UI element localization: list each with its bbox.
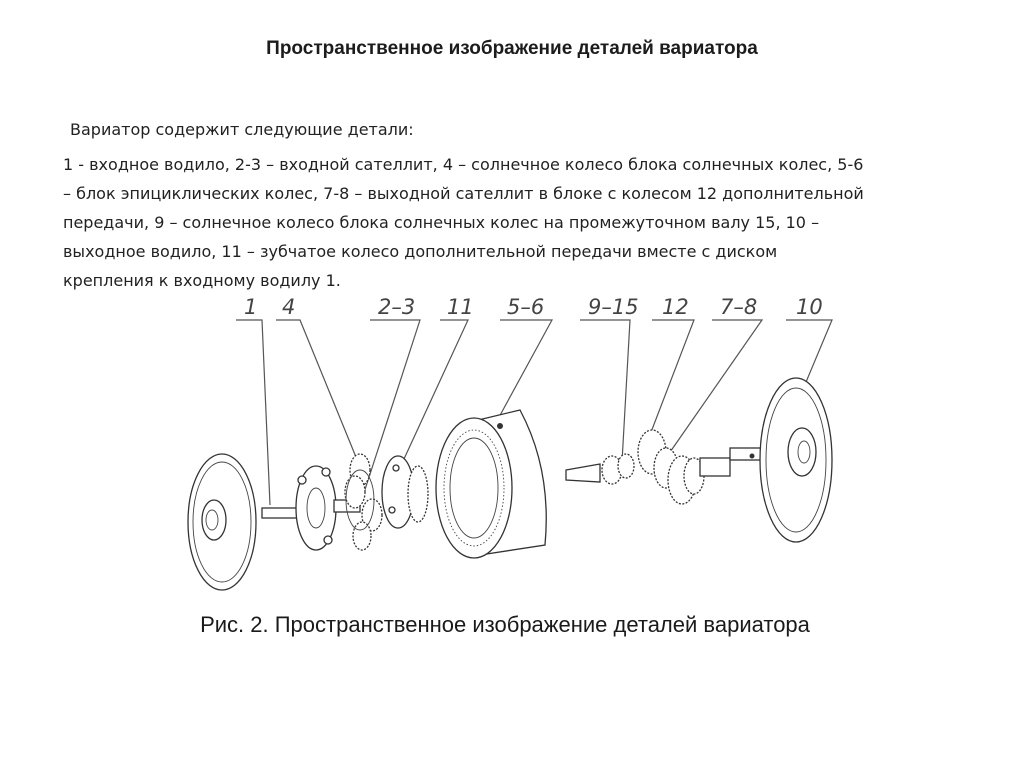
slide-title: Пространственное изображение деталей вар… bbox=[266, 38, 758, 59]
part-12-and-7-8-gear-cluster bbox=[637, 429, 767, 505]
exploded-view-drawing: 1 4 2–3 11 5–6 9–15 12 7–8 10 bbox=[187, 295, 833, 591]
part-2-3-input-planet-gears bbox=[344, 453, 383, 551]
part-label-11: 11 bbox=[447, 295, 474, 319]
part-label-12: 12 bbox=[662, 295, 689, 319]
part-1-input-carrier-disk bbox=[187, 453, 301, 591]
description-line: – блок эпициклических колес, 7-8 – выход… bbox=[63, 184, 864, 203]
description-line: крепления к входному водилу 1. bbox=[63, 271, 341, 290]
description-line: выходное водило, 11 – зубчатое колесо до… bbox=[63, 242, 778, 261]
part-label-10: 10 bbox=[796, 295, 823, 319]
leader-lines bbox=[236, 319, 833, 506]
intro-text: Вариатор содержит следующие детали: bbox=[70, 120, 414, 139]
part-label-5-6: 5–6 bbox=[507, 295, 544, 319]
part-label-1: 1 bbox=[244, 295, 257, 319]
part-label-4: 4 bbox=[282, 295, 295, 319]
description-line: передачи, 9 – солнечное колесо блока сол… bbox=[63, 213, 820, 232]
description-line: 1 - входное водило, 2-3 – входной сателл… bbox=[63, 155, 864, 174]
part-5-6-epicyclic-ring-block bbox=[435, 409, 547, 559]
part-10-output-carrier-disk bbox=[749, 377, 833, 543]
parts-description: 1 - входное водило, 2-3 – входной сателл… bbox=[63, 150, 988, 295]
part-11-gear-disk bbox=[381, 455, 429, 529]
part-label-9-15: 9–15 bbox=[588, 295, 639, 319]
part-label-2-3: 2–3 bbox=[378, 295, 415, 319]
part-9-15-intermediate-shaft bbox=[565, 453, 635, 485]
part-label-7-8: 7–8 bbox=[720, 295, 757, 319]
figure-caption: Рис. 2. Пространственное изображение дет… bbox=[200, 612, 810, 637]
